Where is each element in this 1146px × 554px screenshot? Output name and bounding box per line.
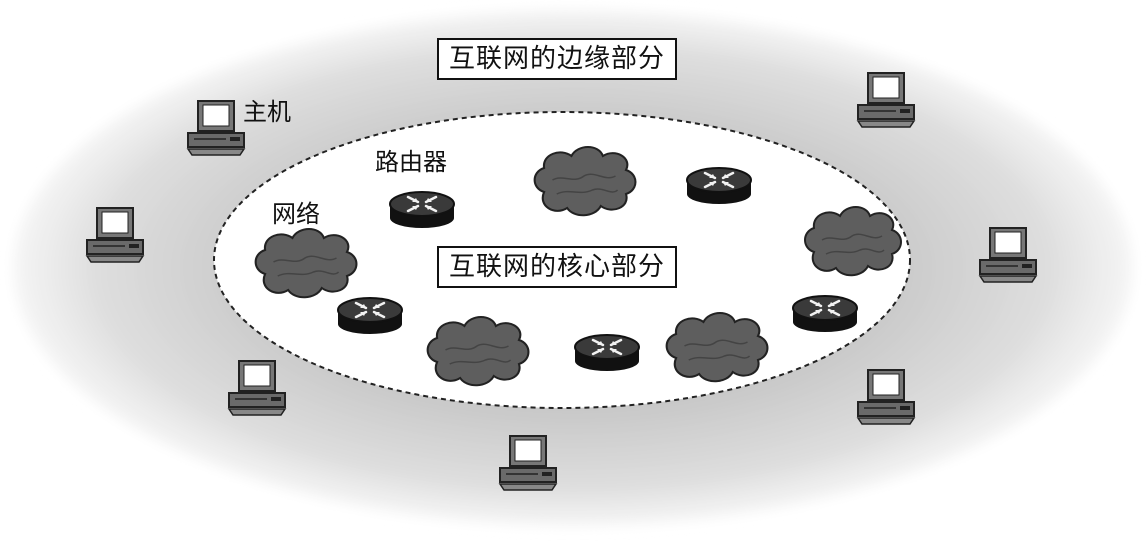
host-label: 主机: [243, 98, 291, 126]
network-cloud-icon: [254, 227, 358, 299]
router-icon: [685, 166, 753, 206]
network-cloud-icon: [804, 206, 902, 277]
core-region-label: 互联网的核心部分: [437, 246, 678, 288]
network-cloud-icon: [533, 145, 637, 217]
network-cloud-icon: [665, 311, 769, 383]
router-icon: [573, 333, 641, 373]
router-icon: [388, 190, 456, 230]
router-icon: [791, 294, 859, 334]
edge-region-label: 互联网的边缘部分: [437, 38, 678, 80]
router-icon: [336, 296, 404, 336]
router-label: 路由器: [375, 148, 447, 176]
network-cloud-icon: [426, 315, 530, 387]
network-label: 网络: [272, 200, 320, 228]
